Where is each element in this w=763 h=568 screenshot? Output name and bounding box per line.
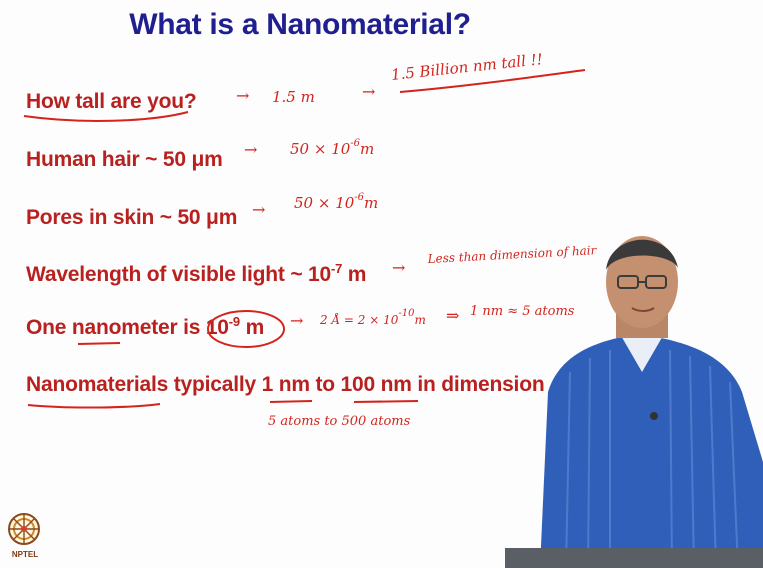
ink-hair-unit: m	[360, 140, 375, 158]
ink-pores-exp: -6	[354, 192, 365, 203]
ink-arrow-1: →	[236, 86, 250, 105]
presenter-video	[540, 236, 763, 568]
bullet-pores: Pores in skin ~ 50 μm	[26, 206, 237, 230]
nptel-logo-icon	[8, 513, 40, 545]
ink-hair-exp: -6	[350, 138, 361, 149]
ink-angstrom-exp: -10	[398, 308, 415, 319]
bullet-pores-text: Pores in skin ~ 50 μm	[26, 206, 238, 229]
underline-how-tall	[23, 111, 189, 122]
ink-hair-value: 50 × 10-6m	[290, 138, 375, 158]
ink-arrow-1b: →	[362, 82, 376, 101]
underline-billion	[399, 69, 586, 93]
circled-value-exponent: -9	[228, 314, 240, 329]
ink-hair-base: 50 × 10	[290, 140, 351, 158]
ink-arrow-2: →	[244, 140, 258, 159]
ink-implies: ⇒	[446, 306, 460, 325]
ink-pores-value: 50 × 10-6m	[294, 192, 379, 212]
bullet-wavelength-text: Wavelength of visible light ~ 10	[26, 263, 331, 286]
ink-pores-base: 50 × 10	[294, 194, 355, 212]
bullet-nanometer-text: One nanometer is	[26, 316, 206, 339]
ink-arrow-3: →	[252, 200, 266, 219]
bullet-hair: Human hair ~ 50 μm	[26, 148, 223, 172]
ink-pores-unit: m	[364, 194, 379, 212]
ink-angstrom-base: 2 Å = 2 × 10	[320, 313, 399, 327]
nptel-logo-label: NPTEL	[11, 550, 39, 559]
ink-atom-range: 5 atoms to 500 atoms	[268, 414, 411, 429]
ink-angstrom-value: 2 Å = 2 × 10-10m	[320, 308, 426, 327]
ink-arrow-5: →	[290, 311, 304, 330]
bullet-height: How tall are you?	[26, 90, 197, 114]
ink-arrow-4: →	[392, 258, 406, 277]
ink-angstrom-unit: m	[414, 313, 426, 327]
circled-value-unit: m	[239, 316, 265, 339]
underline-hundred-nm	[353, 400, 419, 403]
slide-title: What is a Nanomaterial?	[129, 8, 471, 41]
bullet-height-text: How tall are you?	[26, 90, 197, 113]
bullet-wavelength: Wavelength of visible light ~ 10-7 m	[26, 261, 367, 287]
bullet-wavelength-unit: m	[342, 263, 367, 286]
ink-height-meters: 1.5 m	[272, 88, 315, 106]
bullet-hair-text: Human hair ~ 50 μm	[26, 148, 223, 171]
underline-one-nm	[269, 400, 313, 403]
underline-nano	[77, 342, 121, 345]
bullet-nanomaterials-text: Nanomaterials typically 1 nm to 100 nm i…	[26, 373, 545, 396]
bullet-nanomaterials: Nanomaterials typically 1 nm to 100 nm i…	[26, 373, 545, 397]
ink-nm-atoms: 1 nm ≈ 5 atoms	[470, 304, 575, 319]
bullet-wavelength-exponent: -7	[330, 261, 343, 276]
underline-nanomaterials	[27, 403, 161, 409]
circle-ten-minus-nine	[207, 310, 285, 348]
podium	[505, 548, 763, 568]
